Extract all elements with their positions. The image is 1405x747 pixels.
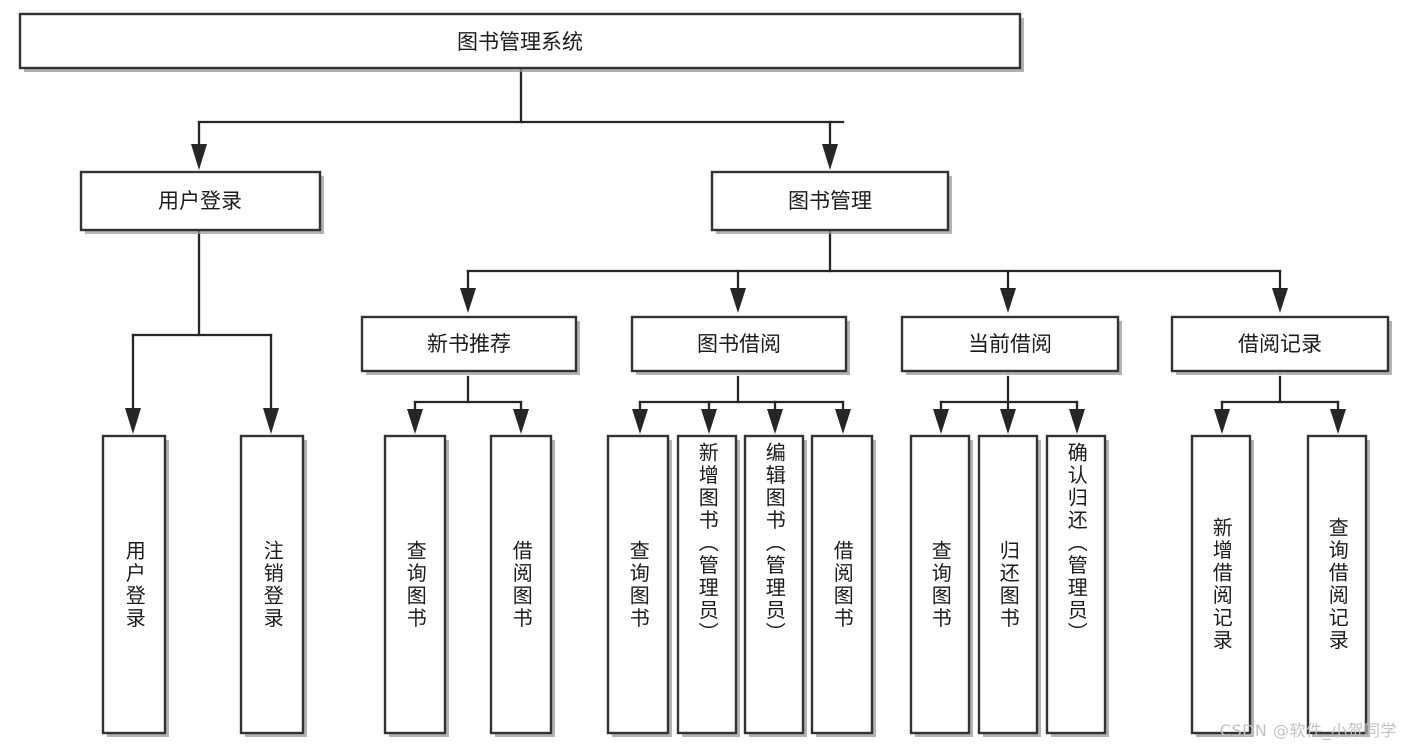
node-leaf-borrow-book-2[interactable] xyxy=(810,434,876,737)
node-leaf-return-book[interactable] xyxy=(977,434,1041,737)
node-borrow-record-label: 借阅记录 xyxy=(1238,332,1322,356)
node-current-borrow[interactable]: 当前借阅 xyxy=(900,315,1122,375)
node-borrow-record[interactable]: 借阅记录 xyxy=(1170,315,1392,375)
edge-root-to-level1 xyxy=(191,68,845,170)
node-new-book-rec-label: 新书推荐 xyxy=(427,332,511,356)
node-book-borrow[interactable]: 图书借阅 xyxy=(630,315,850,375)
node-leaf-add-record[interactable] xyxy=(1190,434,1254,737)
node-leaf-user-login[interactable] xyxy=(101,434,169,737)
node-new-book-rec[interactable]: 新书推荐 xyxy=(360,315,580,375)
node-leaf-query-book-2[interactable] xyxy=(606,434,672,737)
arrow-head-user-login xyxy=(191,144,207,170)
arrow-head-book-manage xyxy=(822,144,838,170)
edge-borrowrecord-to-leaves xyxy=(1214,375,1346,434)
edge-currentborrow-to-leaves xyxy=(933,375,1085,434)
node-leaf-edit-book[interactable] xyxy=(743,434,807,737)
node-leaf-query-book-1[interactable] xyxy=(383,434,449,737)
node-leaf-logout[interactable] xyxy=(239,434,307,737)
edge-bookmanage-to-level2 xyxy=(460,230,1288,313)
edge-newbookrec-to-leaves xyxy=(407,375,529,434)
node-leaf-query-book-3[interactable] xyxy=(909,434,973,737)
node-leaf-borrow-book-1[interactable] xyxy=(489,434,555,737)
edge-bookborrow-to-leaves xyxy=(632,375,851,434)
node-book-manage-label: 图书管理 xyxy=(788,189,872,213)
csdn-watermark: CSDN @软件_小贺同学 xyxy=(1219,721,1397,740)
edge-userlogin-to-leaves xyxy=(125,230,279,434)
node-book-borrow-label: 图书借阅 xyxy=(697,332,781,356)
node-leaf-add-book[interactable] xyxy=(676,434,740,737)
node-book-manage[interactable]: 图书管理 xyxy=(710,170,952,234)
node-current-borrow-label: 当前借阅 xyxy=(968,332,1052,356)
node-user-login-label: 用户登录 xyxy=(158,189,242,213)
node-leaf-query-record[interactable] xyxy=(1306,434,1370,737)
node-user-login[interactable]: 用户登录 xyxy=(79,170,324,234)
node-root-label: 图书管理系统 xyxy=(457,30,583,54)
node-leaf-confirm-return[interactable] xyxy=(1045,434,1109,737)
node-root[interactable]: 图书管理系统 xyxy=(18,12,1024,72)
